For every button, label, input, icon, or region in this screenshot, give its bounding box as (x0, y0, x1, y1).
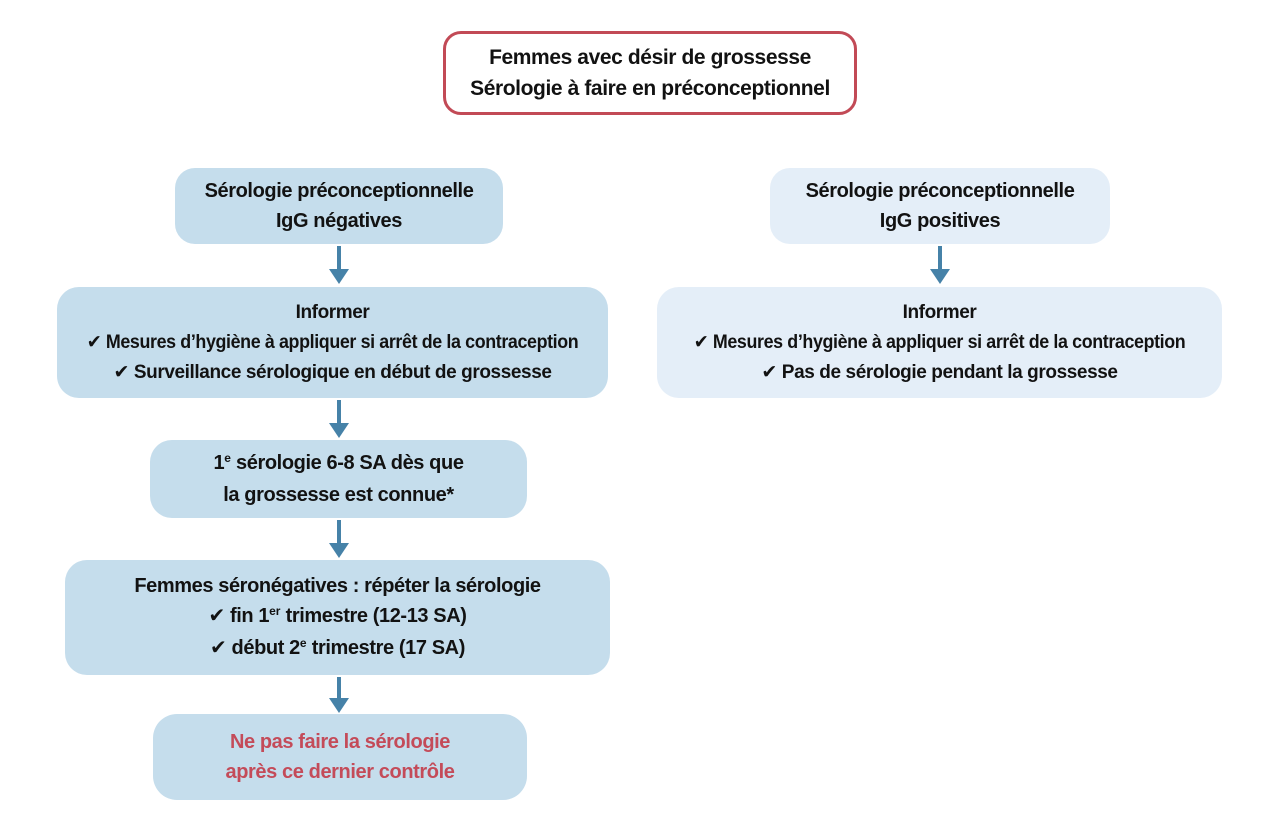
seronegative-repeat-box: Femmes séronégatives : répéter la sérolo… (65, 560, 610, 675)
text-segment: ✔ fin 1 (208, 604, 270, 627)
arrow-down-icon (929, 246, 951, 284)
arrow-down-icon (328, 400, 350, 438)
text-segment: sérologie 6-8 SA dès que (230, 452, 464, 474)
box-line: Ne pas faire la sérologie (229, 731, 451, 753)
text-segment: trimestre (12-13 SA) (280, 604, 467, 627)
box-line: la grossesse est connue* (223, 484, 454, 506)
check-line: ✔ Surveillance sérologique en début de g… (113, 361, 552, 383)
arrow-down-icon (328, 520, 350, 558)
title-box: Femmes avec désir de grossesse Sérologie… (443, 31, 857, 115)
text-segment: 1 (213, 452, 225, 474)
left-igg-negative-box: Sérologie préconceptionnelle IgG négativ… (175, 168, 503, 244)
check-line: ✔ Mesures d’hygiène à appliquer si arrêt… (86, 331, 579, 353)
text-segment: trimestre (17 SA) (306, 636, 466, 659)
superscript: er (269, 603, 281, 618)
title-line: Sérologie à faire en préconceptionnel (470, 77, 830, 100)
superscript: e (224, 451, 231, 465)
arrow-down-icon (328, 246, 350, 284)
box-line: après ce dernier contrôle (225, 761, 455, 783)
title-line: Femmes avec désir de grossesse (489, 46, 811, 69)
box-line: Sérologie préconceptionnelle (204, 180, 474, 202)
stop-serology-box: Ne pas faire la sérologie après ce derni… (153, 714, 527, 800)
box-line: IgG négatives (276, 210, 402, 232)
right-igg-positive-box: Sérologie préconceptionnelle IgG positiv… (770, 168, 1110, 244)
arrow-down-icon (328, 677, 350, 713)
box-line: Informer (295, 301, 370, 323)
box-line: Sérologie préconceptionnelle (805, 180, 1075, 202)
left-inform-box: Informer ✔ Mesures d’hygiène à appliquer… (57, 287, 608, 398)
check-line: ✔ Mesures d’hygiène à appliquer si arrêt… (693, 331, 1186, 353)
box-line: IgG positives (879, 210, 1001, 232)
box-line: Femmes séronégatives : répéter la sérolo… (134, 574, 541, 597)
first-serology-box: 1e sérologie 6-8 SA dès que la grossesse… (150, 440, 527, 518)
superscript: e (299, 635, 307, 650)
check-line: ✔ début 2e trimestre (17 SA) (210, 633, 465, 665)
right-inform-box: Informer ✔ Mesures d’hygiène à appliquer… (657, 287, 1222, 398)
box-line: 1e sérologie 6-8 SA dès que (213, 448, 463, 480)
check-line: ✔ fin 1er trimestre (12-13 SA) (208, 601, 467, 633)
box-line: Informer (902, 301, 977, 323)
check-line: ✔ Pas de sérologie pendant la grossesse (761, 361, 1118, 383)
text-segment: ✔ début 2 (210, 636, 300, 659)
